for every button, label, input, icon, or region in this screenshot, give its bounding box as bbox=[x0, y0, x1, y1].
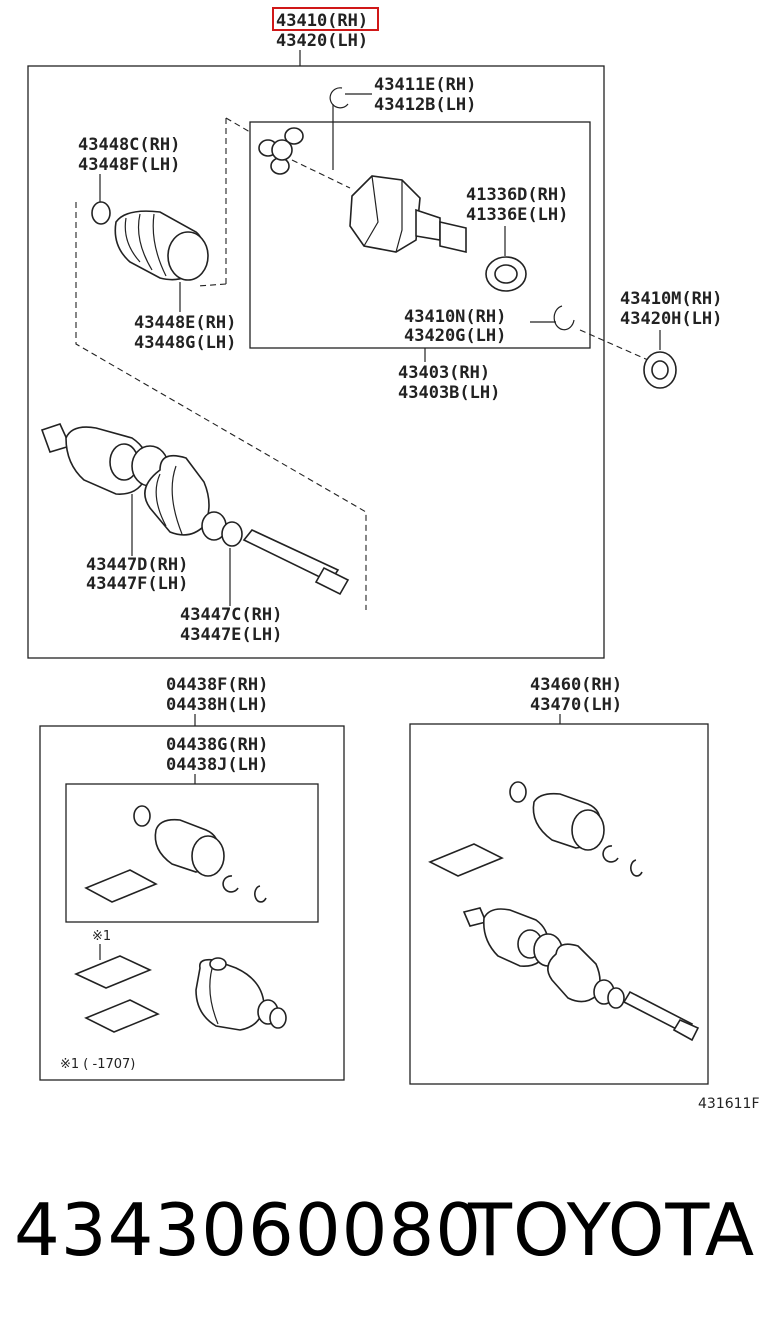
hole-snap-lh-label[interactable]: 43420G(LH) bbox=[404, 326, 506, 346]
part-number: 4343060080 bbox=[14, 1188, 483, 1272]
diagram-reference: 431611F bbox=[698, 1096, 760, 1112]
inboard-housing-icon bbox=[349, 175, 467, 254]
highlight-box bbox=[272, 7, 379, 31]
header-rh-label[interactable]: 43410(RH) bbox=[276, 11, 368, 31]
inner-joint-frame bbox=[249, 121, 591, 349]
kit-left-inner-lh-label[interactable]: 04438J(LH) bbox=[166, 755, 268, 775]
kit-left-frame bbox=[39, 725, 345, 1081]
kit-left-rh-label[interactable]: 04438F(RH) bbox=[166, 675, 268, 695]
inboard-joint-rh-label[interactable]: 43403(RH) bbox=[398, 363, 490, 383]
footer: 4343060080 TOYOTA bbox=[0, 1188, 760, 1298]
inner-boot-rh-label[interactable]: 43448E(RH) bbox=[134, 313, 236, 333]
kit-right-grease-icon bbox=[428, 843, 504, 877]
outer-clamp2-lh-label[interactable]: 43447E(LH) bbox=[180, 625, 282, 645]
grease-pack-icon-2 bbox=[74, 955, 152, 989]
kit-right-rh-label[interactable]: 43460(RH) bbox=[530, 675, 622, 695]
kit-left-inner-frame bbox=[65, 783, 319, 923]
outer-clamp2-rh-label[interactable]: 43447C(RH) bbox=[180, 605, 282, 625]
kit-left-footnote: ※1 ( -1707) bbox=[60, 1057, 135, 1072]
grease-pack-icon bbox=[84, 869, 158, 903]
tripod-dash bbox=[291, 159, 351, 189]
kit-right-lh-label[interactable]: 43470(LH) bbox=[530, 695, 622, 715]
main-assembly-frame bbox=[27, 65, 605, 659]
hole-snap-rh-label[interactable]: 43410N(RH) bbox=[404, 307, 506, 327]
outer-seal-rh-label[interactable]: 43410M(RH) bbox=[620, 289, 722, 309]
kit-right-boot-icon bbox=[509, 781, 643, 877]
kit-left-marker: ※1 bbox=[92, 929, 111, 944]
outer-seal-inner bbox=[651, 360, 669, 380]
kit-right-frame bbox=[409, 723, 709, 1085]
kit-left-inner-rh-label[interactable]: 04438G(RH) bbox=[166, 735, 268, 755]
boot-region-dash-top bbox=[225, 117, 251, 133]
kit-left-joint-icon bbox=[195, 957, 287, 1031]
dust-seal-lh-label[interactable]: 41336E(LH) bbox=[466, 205, 568, 225]
dust-seal-inner bbox=[494, 264, 518, 284]
tripod-joint-icon bbox=[258, 127, 304, 175]
header-lh-label[interactable]: 43420(LH) bbox=[276, 31, 368, 51]
boot-clamp-rh-label[interactable]: 43448C(RH) bbox=[78, 135, 180, 155]
outer-seal-lh-label[interactable]: 43420H(LH) bbox=[620, 309, 722, 329]
dust-seal-rh-label[interactable]: 41336D(RH) bbox=[466, 185, 568, 205]
snap-ring-lh-label[interactable]: 43412B(LH) bbox=[374, 95, 476, 115]
kit-left-lh-label[interactable]: 04438H(LH) bbox=[166, 695, 268, 715]
outer-clamp-rh-label[interactable]: 43447D(RH) bbox=[86, 555, 188, 575]
kit-right-shaft-icon bbox=[462, 907, 700, 1042]
inner-boot-lh-label[interactable]: 43448G(LH) bbox=[134, 333, 236, 353]
boot-clamp-lh-label[interactable]: 43448F(LH) bbox=[78, 155, 180, 175]
inboard-joint-lh-label[interactable]: 43403B(LH) bbox=[398, 383, 500, 403]
boot-region-dash-left bbox=[75, 202, 367, 610]
boot-clamp-icon bbox=[91, 201, 111, 225]
outer-clamp-lh-label[interactable]: 43447F(LH) bbox=[86, 574, 188, 594]
inner-boot-icon bbox=[114, 210, 209, 281]
snap-ring-icon bbox=[329, 87, 349, 109]
snap-ring-rh-label[interactable]: 43411E(RH) bbox=[374, 75, 476, 95]
kit-left-boot-icon bbox=[133, 805, 267, 903]
grease-pack-icon-3 bbox=[84, 999, 160, 1033]
hole-snap-icon bbox=[553, 305, 575, 331]
outer-seal-dash bbox=[579, 329, 649, 361]
brand-name: TOYOTA bbox=[468, 1188, 756, 1272]
drive-shaft-icon bbox=[40, 423, 350, 596]
boot-region-dash-join bbox=[197, 283, 227, 287]
